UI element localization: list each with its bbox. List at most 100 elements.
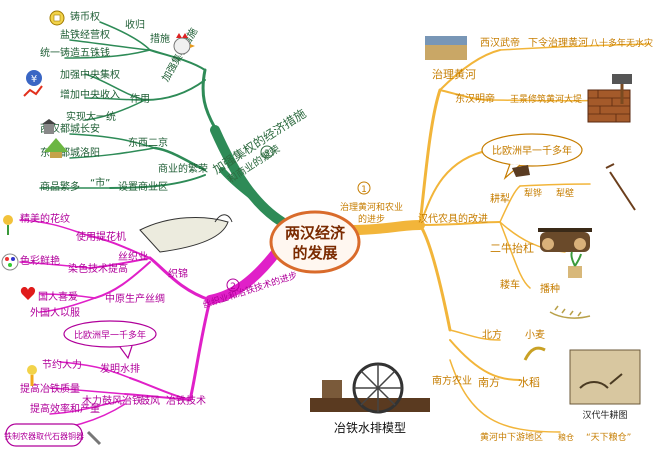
silk-sub: 织锦 [168,267,188,280]
handicraft-num-badge [226,278,240,292]
yr-item-0-a: 西汉武帝 [480,36,520,49]
iron-tools-text: 铁制农器取代石器铜器 [4,431,84,441]
commerce-branch-lines [39,21,287,227]
iron-mu: 木力鼓风冶铁 [82,394,142,407]
effect-item-1: 增加中央收入 [60,88,120,101]
agri-bubble: 比欧洲早一千多年 [481,133,583,180]
tools-louche: 耧车 [500,278,520,291]
silk-item-0: 精美的花纹 [20,212,70,225]
center-node: 两汉经济 的发展 [269,210,361,274]
handi-iron-label: 冶铁技术 [166,394,206,407]
agri-yellow-river-label: 治理黄河 [432,67,476,81]
commerce-cuoshi: 措施 [150,32,170,45]
branch-title-agriculture: 治理黄河和农业 的进步 [340,201,403,225]
commerce-shou: 收归 [125,18,145,31]
commerce-prosper-label: 商业的繁荣 [158,162,208,175]
tools-plow-a: 犁铧 [524,187,542,199]
silk-item-b-0: 使用提花机 [76,230,126,243]
agri-south-label: 南方农业 [432,374,472,387]
south-south: 南方 [478,375,500,389]
commerce-effect-label: 作用 [130,93,150,105]
flower-icon [3,215,13,235]
rake-icon [605,163,636,211]
center-title-line1: 两汉经济 [285,224,346,242]
south-delta: 黄河中下游地区 [480,431,543,443]
agri-num: 1 [361,185,367,195]
yr-item-1-b: 王景修筑黄河大堤 [510,93,582,105]
agri-tools-label: 汉代农具的改进 [418,212,488,225]
engraving-caption: 汉代牛耕图 [582,409,627,421]
coin-icon [49,10,65,26]
measure-item-1: 盐铁经营权 [60,28,110,41]
handi-bubble-text: 比欧洲早一千多年 [74,329,146,341]
rooster-icon [173,33,195,55]
effect-item-2: 实现大一统 [66,110,116,123]
person-icon [27,365,37,386]
south-south-crop: 水稻 [518,376,540,389]
iron-invent: 发明水排 [100,362,140,375]
svg-text:¥: ¥ [31,74,37,85]
tools-plow: 耕犁 [490,192,510,205]
ox-plowing-engraving: 汉代牛耕图 [569,349,641,421]
heart-icon [20,287,36,300]
commerce-num: 3 [264,149,270,159]
handicraft-branch-lines [19,219,283,435]
wheat-icon [549,305,591,319]
seedling-icon [568,251,582,278]
iron-item-1: 提高冶铁质量 [20,382,80,395]
center-title-line2: 的发展 [292,244,337,262]
silk-origin: 中原生产丝绸 [105,292,165,305]
iron-tools-box: 铁制农器取代石器铜器 [4,423,84,447]
oxen-icon [538,228,592,252]
agri-bubble-text: 比欧洲早一千多年 [492,144,572,157]
yr-item-1-a: 东汉明帝 [455,92,495,105]
capital-0: 西汉都城长安 [40,122,100,135]
silk-origin-b: 外国人以服 [30,307,80,319]
building-icon [42,119,56,134]
sword-icon [86,430,102,446]
tools-louche-b: 播种 [540,282,560,295]
tools-niu: 二牛抬杠 [490,241,534,255]
iron-gu: 鼓风 [140,394,160,407]
commerce-shi: “市” [90,176,110,189]
measure-item-0: 铸币权 [70,10,100,23]
brick-wall-icon [587,74,632,123]
south-north-crop: 小麦 [525,329,545,341]
waterwheel-caption: 冶铁水排模型 [334,421,406,435]
south-north: 北方 [482,328,502,341]
commerce-shi-b: 设置商业区 [118,180,168,193]
agri-title-line2: 的进步 [358,213,385,225]
agriculture-branch-lines [347,43,651,433]
commerce-num-badge [260,145,274,159]
handicraft-num: 2 [230,282,236,292]
south-delta-c: “天下粮仓” [586,431,631,443]
silk-origin-a: 国人喜爱 [38,290,78,303]
waterwheel-model-icon: 冶铁水排模型 [310,362,430,435]
rising-arrow-icon [23,85,43,97]
agri-title-line1: 治理黄河和农业 [340,201,403,213]
agri-num-badge [357,181,371,195]
money-bag-icon: ¥ [26,70,42,86]
pagoda-icon [44,138,68,158]
scroll-icon [139,214,233,253]
effect-item-0: 加强中央集权 [60,68,120,81]
palette-icon [1,253,19,271]
iron-item-2: 提高效率和产量 [30,402,100,415]
plow-icon [512,165,530,177]
measure-item-2: 统一铸造五铢钱 [40,46,110,59]
commerce-goods: 商品繁多 [40,180,80,193]
river-photo-icon [425,36,467,60]
silk-item-1: 色彩鲜艳 [20,254,60,267]
commerce-dongxi: 东西二京 [128,136,168,149]
yr-item-0-c: 八十多年无水灾 [590,37,653,49]
silk-item-b-1: 染色技术提高 [68,262,128,275]
south-delta-b: 粮仓 [558,432,574,442]
rice-icon [523,346,546,361]
handi-bubble: 比欧洲早一千多年 [63,320,157,360]
iron-item-0: 节约人力 [42,358,82,371]
handi-silk-label: 丝织业 [118,251,148,263]
tools-plow-b: 犁壁 [556,187,574,199]
yr-item-0-b: 下令治理黄河 [528,36,588,49]
